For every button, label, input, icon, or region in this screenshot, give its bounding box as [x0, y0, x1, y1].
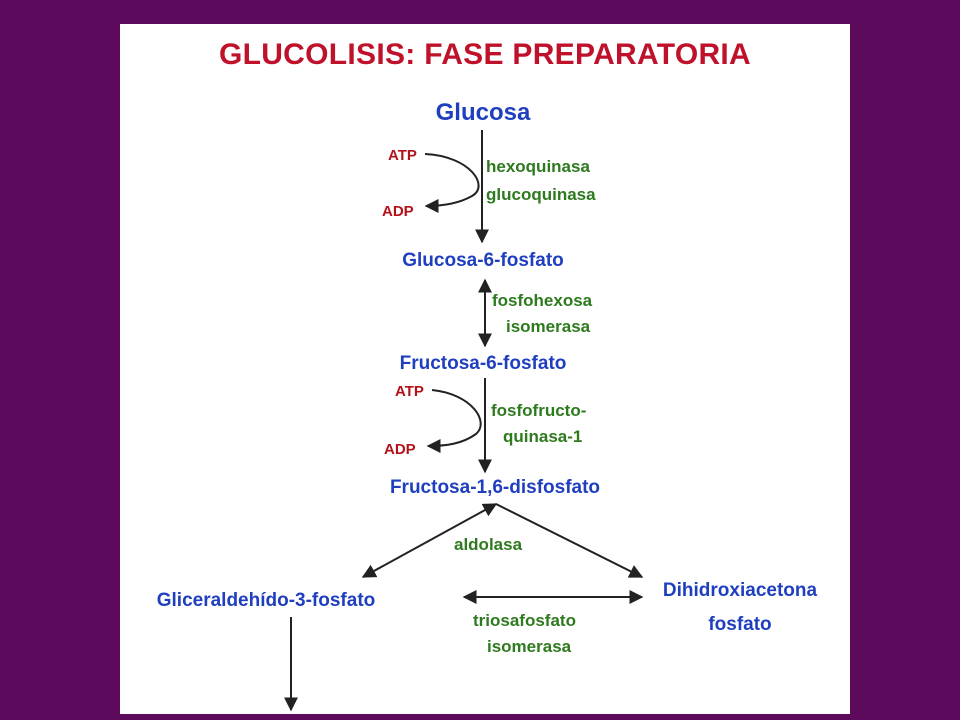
glycolysis-diagram: Glucosa Glucosa-6-fosfato Fructosa-6-fos… — [157, 99, 818, 712]
enzyme-glucoquinasa: glucoquinasa — [486, 185, 596, 204]
metabolite-glucosa: Glucosa — [436, 99, 531, 126]
metabolite-fructosa-6-fosfato: Fructosa-6-fosfato — [400, 353, 567, 374]
metabolite-dihidroxiacetona-fosfato: fosfato — [708, 614, 771, 635]
metabolite-dihidroxiacetona: Dihidroxiacetona — [663, 580, 818, 601]
slide-title: GLUCOLISIS: FASE PREPARATORIA — [218, 38, 752, 71]
cofactor-adp-2: ADP — [384, 441, 416, 458]
metabolite-gliceraldehido-3-fosfato: Gliceraldehído-3-fosfato — [157, 590, 376, 611]
metabolite-glucosa-6-fosfato: Glucosa-6-fosfato — [402, 250, 564, 271]
cofactor-atp-1: ATP — [388, 147, 417, 164]
arrow-aldolasa-right — [495, 503, 644, 578]
slide-canvas: GLUCOLISIS: FASE PREPARATORIA Glucosa Gl… — [120, 24, 850, 714]
enzyme-hexoquinasa: hexoquinasa — [486, 157, 590, 176]
enzyme-isomerasa-2: isomerasa — [487, 637, 572, 656]
enzyme-fosfohexosa: fosfohexosa — [492, 291, 593, 310]
enzyme-isomerasa-1: isomerasa — [506, 317, 591, 336]
arrow-aldolasa-left — [361, 503, 498, 578]
cofactor-atp-2: ATP — [395, 383, 424, 400]
cofactor-curve-step3 — [426, 389, 482, 453]
enzyme-triosafosfato: triosafosfato — [473, 611, 576, 630]
metabolite-fructosa-1-6-disfosfato: Fructosa-1,6-disfosfato — [390, 477, 600, 498]
enzyme-aldolasa: aldolasa — [454, 535, 523, 554]
enzyme-fosfofructo: fosfofructo- — [491, 401, 586, 420]
enzyme-quinasa-1: quinasa-1 — [503, 427, 582, 446]
cofactor-adp-1: ADP — [382, 203, 414, 220]
cofactor-curve-step1 — [424, 153, 480, 213]
